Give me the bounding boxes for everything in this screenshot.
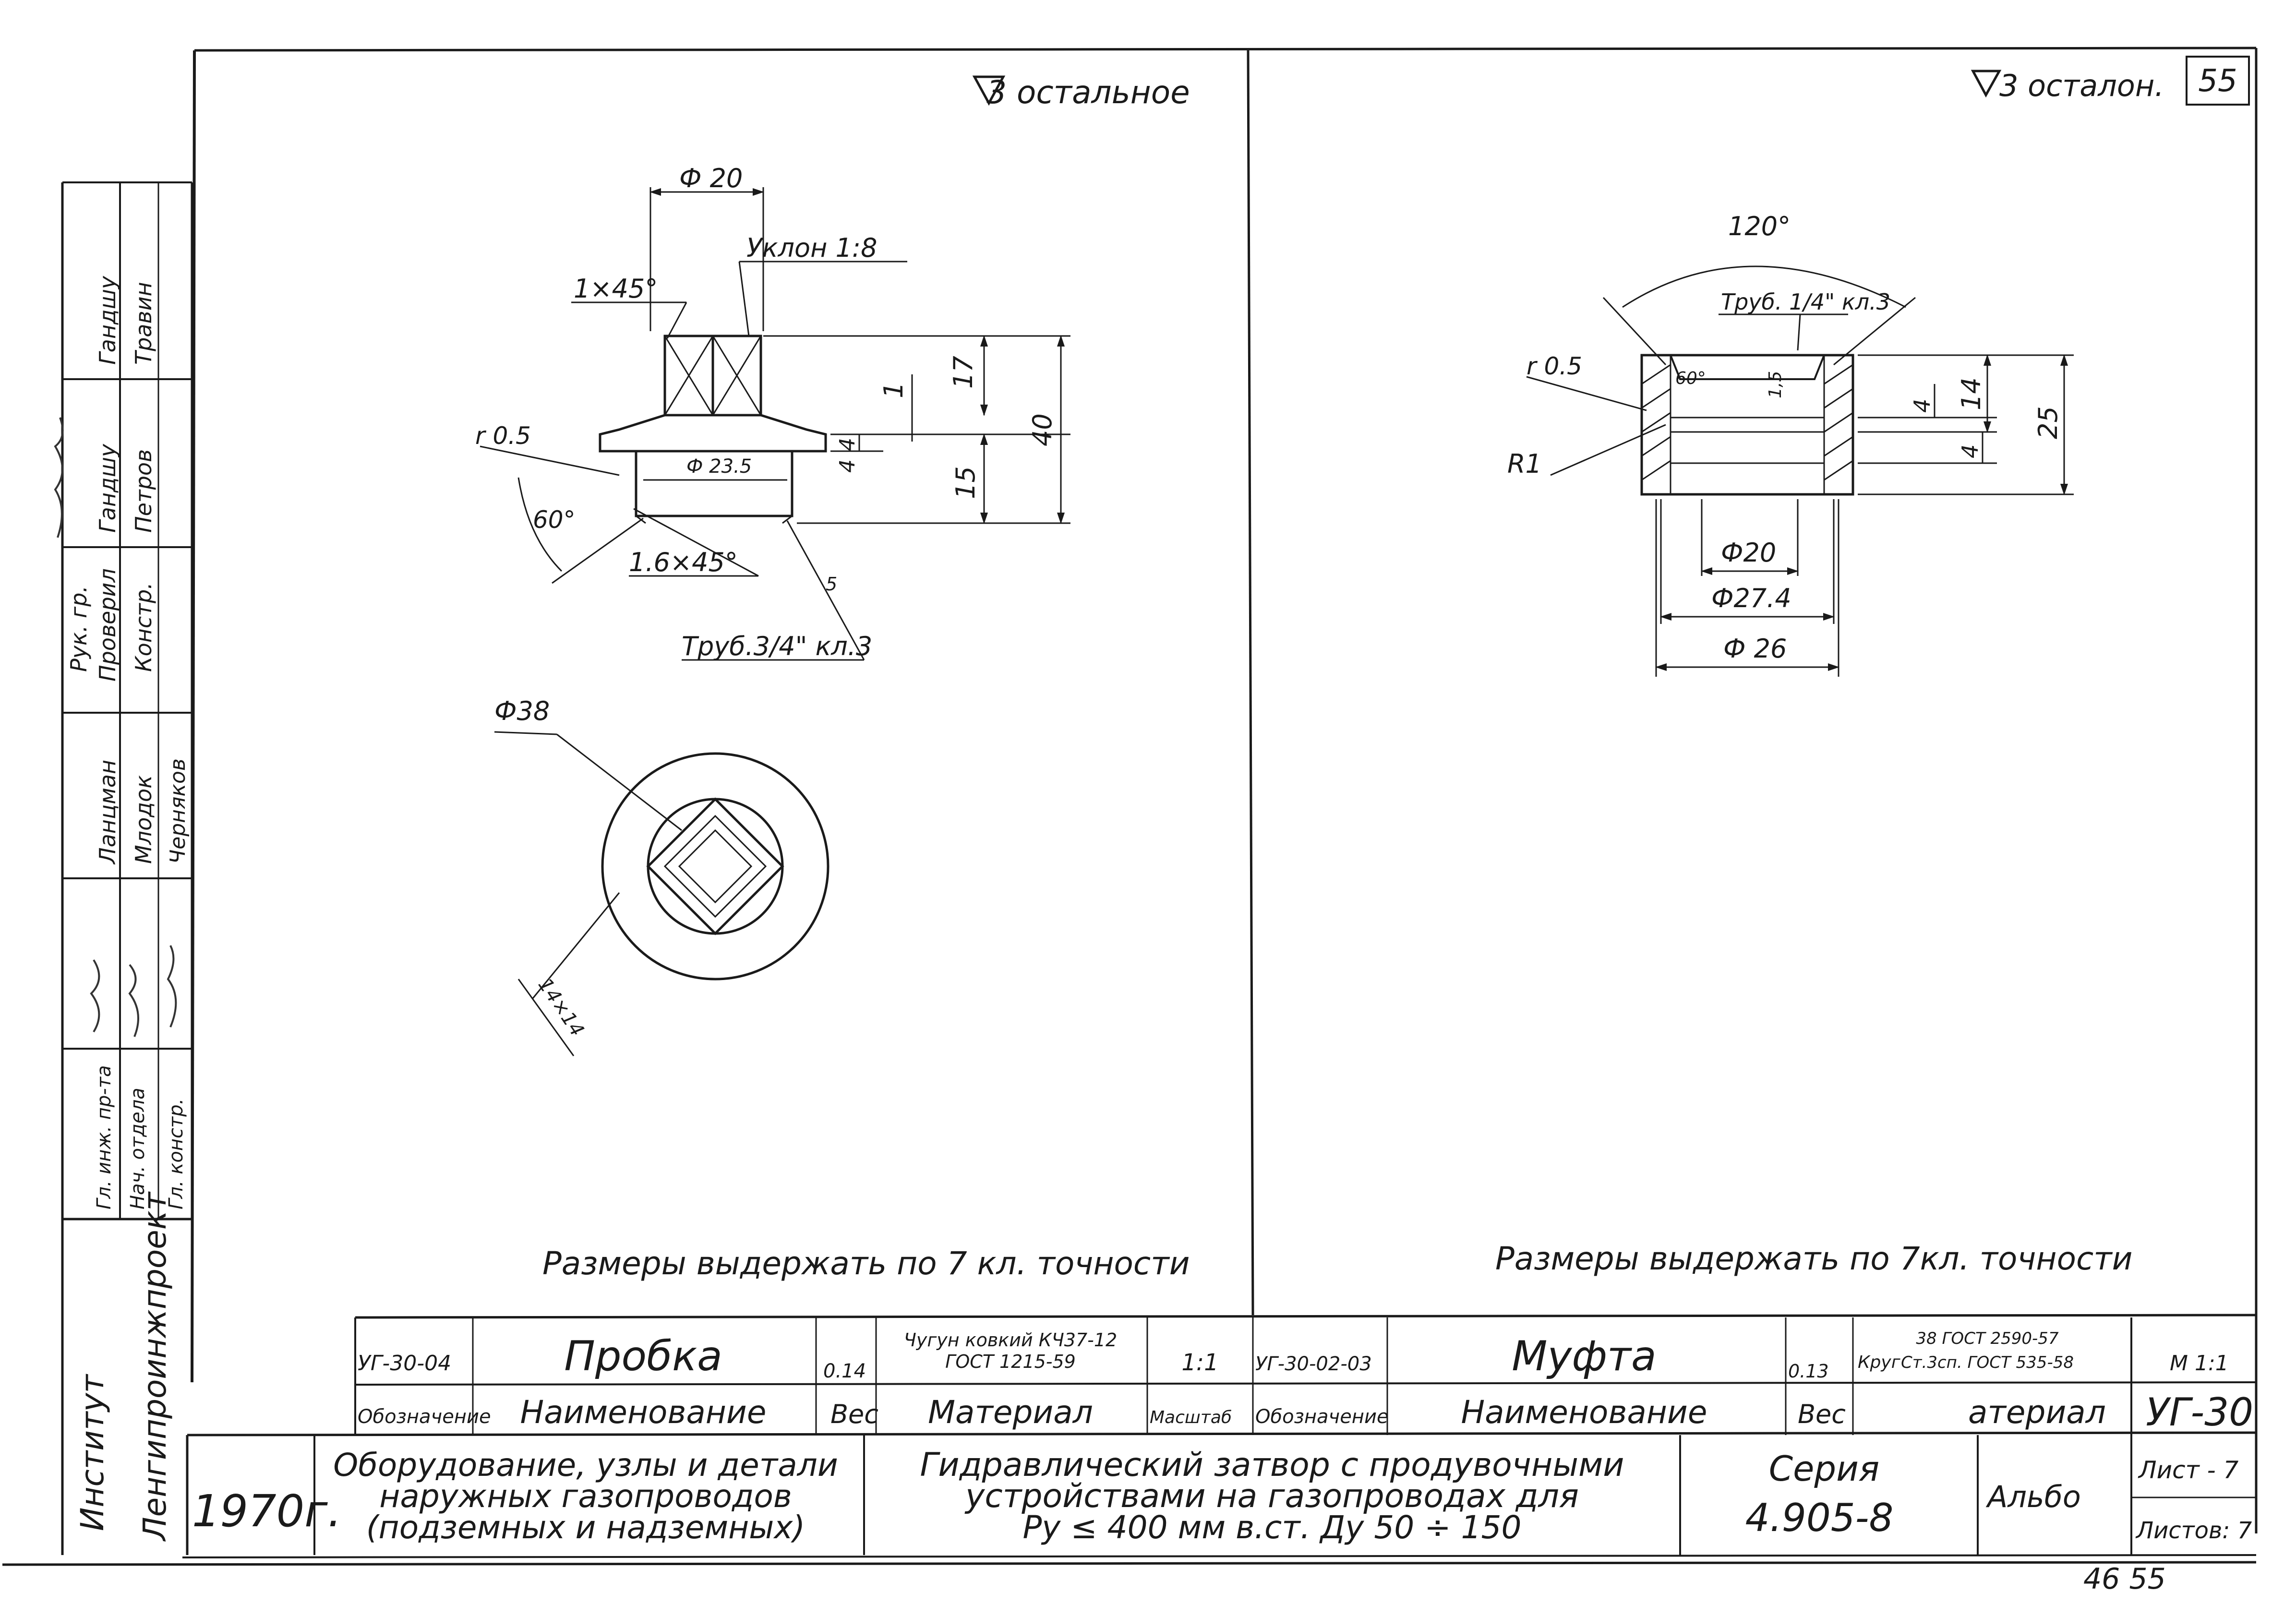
institute-label: Институт: [74, 1373, 111, 1531]
h-code: Обозначение: [358, 1406, 491, 1428]
right-dim-25: 25: [2033, 406, 2063, 439]
coupling-section-view: [1526, 265, 2074, 677]
title-left-2: наружных газопроводов: [379, 1478, 792, 1515]
left-dim-square: 14×14: [534, 974, 589, 1041]
p1-scale: 1:1: [1181, 1349, 1218, 1376]
role-gl-konstr: Гл. констр.: [165, 1099, 187, 1209]
p1-material-2: ГОСТ 1215-59: [945, 1351, 1076, 1372]
right-dim-phi26: Ф 26: [1723, 634, 1787, 664]
name-gandshu-1: Гандшу: [95, 275, 120, 365]
role-ruk-gr: Рук. гр.: [66, 586, 92, 672]
right-roughness: 3 осталон.: [1999, 68, 2164, 103]
bottom-page-mark: 46 55: [2083, 1562, 2166, 1596]
left-dim-40: 40: [1027, 413, 1058, 446]
right-roughness-symbol: [1971, 70, 2002, 98]
role-konstr: Констр.: [131, 582, 156, 672]
left-taper: Уклон 1:8: [746, 233, 877, 263]
left-dim-1: 1: [878, 382, 909, 398]
name-chernyakov: Черняков: [166, 758, 190, 864]
plug-side-view: [480, 187, 1070, 661]
left-roughness-symbol: [972, 75, 1006, 106]
p1-weight: 0.14: [823, 1360, 866, 1382]
spec-table: [186, 1314, 2257, 1555]
series-label: Серия: [1769, 1448, 1879, 1489]
h-name: Наименование: [520, 1394, 767, 1431]
p1-material-1: Чугун ковкий КЧ37-12: [904, 1329, 1117, 1351]
p2-material-1: 38 ГОСТ 2590-57: [1916, 1329, 2059, 1348]
h-code-2: Обозначение: [1255, 1406, 1389, 1428]
right-note: Размеры выдержать по 7кл. точности: [1495, 1240, 2133, 1277]
left-chamfer-top: 1×45°: [574, 274, 658, 304]
name-petrov: Петров: [131, 449, 156, 533]
left-thread: Труб.3/4" кл.3: [682, 631, 872, 661]
right-radius: r 0.5: [1527, 352, 1582, 380]
left-dim-15: 15: [950, 466, 981, 499]
h-material: Материал: [928, 1394, 1093, 1431]
p2-material-word: Круг: [1858, 1353, 1901, 1372]
left-stamp: [61, 181, 193, 1555]
p1-code: УГ-30-04: [358, 1351, 451, 1376]
right-dim-phi20: Ф20: [1721, 538, 1776, 568]
title-mid-3: Ру ≤ 400 мм в.ст. Ду 50 ÷ 150: [1022, 1509, 1521, 1546]
left-chamfer-bottom: 1.6×45°: [629, 547, 738, 577]
title-mid-2: устройствами на газопроводах для: [964, 1477, 1579, 1515]
album: Альбо: [1985, 1479, 2081, 1514]
sheets-label: Листов: 7: [2135, 1517, 2252, 1544]
plug-top-view: [494, 731, 829, 1056]
p2-material-2: Ст.3сп. ГОСТ 535-58: [1901, 1353, 2074, 1372]
role-proveril: Проверил: [95, 568, 120, 682]
title-left-1: Оборудование, узлы и детали: [333, 1447, 838, 1484]
right-angle-small: 60°: [1675, 369, 1706, 388]
h-weight-2: Вес: [1798, 1399, 1846, 1429]
p1-name: Пробка: [564, 1332, 722, 1380]
left-note: Размеры выдержать по 7 кл. точности: [542, 1245, 1190, 1282]
name-mlodok: Млодок: [131, 775, 156, 864]
right-angle: 120°: [1728, 211, 1791, 241]
title-mid-1: Гидравлический затвор с продувочными: [920, 1446, 1624, 1484]
left-roughness: 3 остальное: [986, 74, 1190, 111]
left-dim-4a: 4: [835, 438, 860, 451]
name-gandshu-2: Гандшу: [95, 443, 120, 533]
left-dim-4b: 4: [835, 459, 860, 473]
left-dim-phi23-5: Ф 23.5: [686, 455, 752, 478]
name-travin: Травин: [131, 282, 156, 365]
left-roughness-small: 5: [826, 574, 837, 595]
institute-name: Ленгипроинжпроект: [136, 1191, 173, 1542]
page-number: 55: [2198, 63, 2237, 99]
p2-code: УГ-30-02-03: [1255, 1353, 1372, 1375]
left-dim-17: 17: [948, 356, 978, 389]
right-r1: R1: [1507, 449, 1542, 479]
h-scale: Масштаб: [1150, 1408, 1232, 1427]
h-weight: Вес: [830, 1399, 878, 1429]
p2-weight: 0.13: [1788, 1361, 1829, 1382]
right-dim-1-5: 1,5: [1766, 371, 1785, 398]
name-lantsman: Ланцман: [95, 760, 120, 865]
role-gl-inzh: Гл. инж. пр-та: [93, 1065, 115, 1209]
left-dim-phi20: Ф 20: [679, 163, 743, 193]
right-dim-14: 14: [1956, 377, 1986, 410]
right-dim-phi27-4: Ф27.4: [1711, 583, 1791, 613]
doc-code: УГ-30: [2146, 1390, 2253, 1435]
h-name-2: Наименование: [1461, 1394, 1707, 1431]
handwritten-signatures: [54, 417, 177, 1037]
left-angle: 60°: [533, 506, 576, 534]
p2-name: Муфта: [1512, 1332, 1656, 1380]
series-value: 4.905-8: [1745, 1496, 1894, 1540]
right-thread: Труб. 1/4" кл.3: [1721, 289, 1890, 315]
right-dim-4b: 4: [1957, 444, 1983, 458]
role-nach-otdela: Нач. отдела: [127, 1088, 149, 1209]
left-radius: r 0.5: [475, 422, 531, 450]
right-dim-4a: 4: [1909, 399, 1935, 413]
p2-scale: М 1:1: [2170, 1351, 2229, 1376]
left-dim-phi38: Ф38: [494, 696, 550, 726]
sheet-label: Лист - 7: [2138, 1456, 2239, 1484]
h-material-2: атериал: [1968, 1394, 2106, 1431]
title-left-3: (подземных и надземных): [366, 1509, 805, 1546]
year: 1970г.: [192, 1485, 342, 1537]
